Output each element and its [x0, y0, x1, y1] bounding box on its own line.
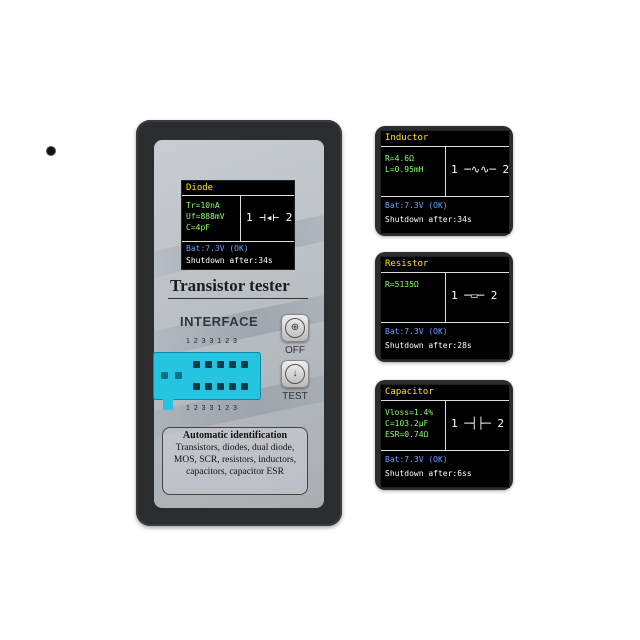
- inductor-symbol-icon: 1 ─∿∿─ 2: [451, 163, 510, 176]
- capacitor-card: Capacitor Vloss=1.4% C=103.2µF ESR=0.74Ω…: [375, 380, 513, 490]
- value-line: Uf=888mV: [186, 212, 225, 221]
- value-line: Tr=10nA: [186, 201, 220, 210]
- display-values: R=4.6Ω L=0.95mH: [385, 153, 424, 175]
- title-divider: [168, 298, 308, 299]
- shutdown-timer: Shutdown after:34s: [186, 256, 273, 265]
- inductor-card: Inductor R=4.6Ω L=0.95mH 1 ─∿∿─ 2 Bat:7.…: [375, 126, 513, 236]
- test-arrow-icon: ↓: [285, 364, 305, 384]
- battery-status: Bat:7.3V (OK): [385, 201, 448, 210]
- battery-status: Bat:7.3V (OK): [385, 327, 448, 336]
- capacitor-display: Capacitor Vloss=1.4% C=103.2µF ESR=0.74Ω…: [380, 384, 510, 488]
- auto-identification-line: capacitors, capacitor ESR: [186, 467, 284, 477]
- shutdown-timer: Shutdown after:34s: [385, 215, 472, 224]
- display-title: Resistor: [385, 259, 429, 269]
- off-label: OFF: [285, 345, 305, 356]
- main-display: Diode Tr=10nA Uf=888mV C=4pF 1 ⊣◂⊢ 2 Bat…: [181, 180, 295, 270]
- interface-label: INTERFACE: [180, 314, 259, 329]
- shutdown-timer: Shutdown after:28s: [385, 341, 472, 350]
- status-led-icon: [47, 147, 55, 155]
- auto-identification-line: MOS, SCR, resistors, inductors,: [173, 455, 297, 465]
- display-values: R=5135Ω: [385, 279, 419, 290]
- resistor-symbol-icon: 1 ─▭─ 2: [451, 289, 498, 302]
- value-line: R=5135Ω: [385, 280, 419, 289]
- value-line: Vloss=1.4%: [385, 408, 434, 417]
- pin-numbers-bottom: 1 2 3 3 1 2 3: [186, 405, 238, 412]
- auto-identification-line: Transistors, diodes, dual diode,: [175, 443, 295, 453]
- display-values: Vloss=1.4% C=103.2µF ESR=0.74Ω: [385, 407, 433, 440]
- display-values: Tr=10nA Uf=888mV C=4pF: [186, 200, 225, 233]
- value-line: L=0.95mH: [385, 165, 424, 174]
- display-title: Diode: [186, 183, 214, 193]
- diode-symbol-icon: 1 ⊣◂⊢ 2: [246, 211, 293, 224]
- auto-identification-heading: Automatic identification: [182, 430, 288, 441]
- test-label: TEST: [282, 391, 308, 402]
- display-title: Inductor: [385, 133, 429, 143]
- capacitor-symbol-icon: 1 ─┤├─ 2: [451, 417, 504, 430]
- auto-identification-box: Automatic identification Transistors, di…: [162, 427, 308, 495]
- battery-status: Bat:7.3V (OK): [186, 244, 249, 253]
- power-icon: ⊕: [285, 318, 305, 338]
- resistor-card: Resistor R=5135Ω 1 ─▭─ 2 Bat:7.3V (OK) S…: [375, 252, 513, 362]
- zif-lever-handle[interactable]: [163, 392, 173, 410]
- value-line: R=4.6Ω: [385, 154, 414, 163]
- shutdown-timer: Shutdown after:6ss: [385, 469, 472, 478]
- device-title: Transistor tester: [170, 276, 290, 295]
- value-line: C=103.2µF: [385, 419, 429, 428]
- test-button[interactable]: ↓ TEST: [277, 360, 313, 420]
- value-line: C=4pF: [186, 223, 211, 232]
- pin-numbers-top: 1 2 3 3 1 2 3: [186, 338, 238, 345]
- value-line: ESR=0.74Ω: [385, 430, 429, 439]
- battery-status: Bat:7.3V (OK): [385, 455, 448, 464]
- resistor-display: Resistor R=5135Ω 1 ─▭─ 2 Bat:7.3V (OK) S…: [380, 256, 510, 360]
- off-button[interactable]: ⊕ OFF: [277, 314, 313, 374]
- inductor-display: Inductor R=4.6Ω L=0.95mH 1 ─∿∿─ 2 Bat:7.…: [380, 130, 510, 234]
- display-title: Capacitor: [385, 387, 434, 397]
